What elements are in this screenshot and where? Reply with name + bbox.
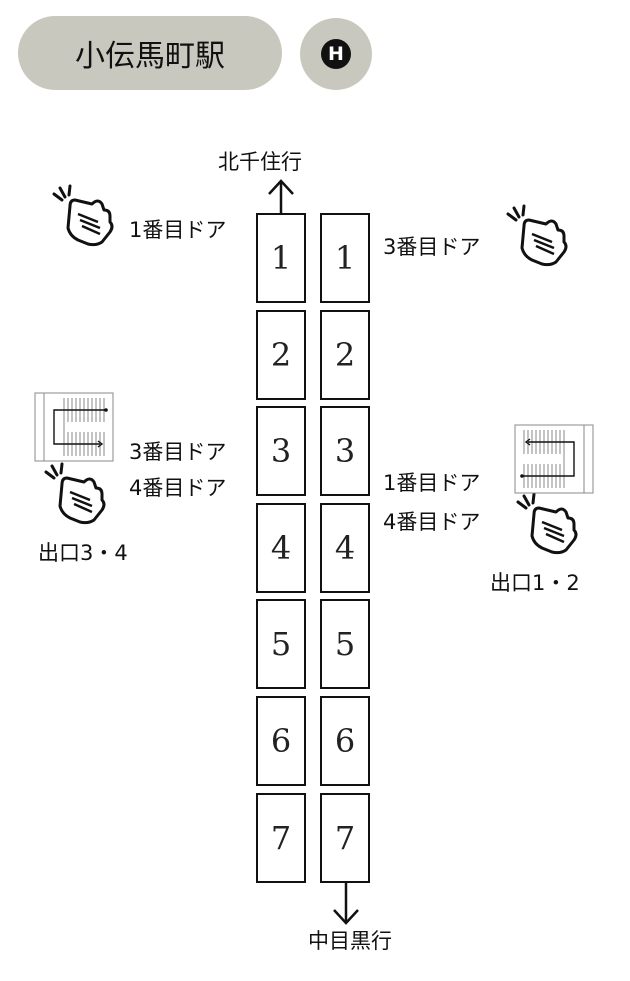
line-badge: H	[300, 18, 372, 90]
tap-hand-icon	[506, 204, 568, 267]
tap-hand-icon	[52, 184, 114, 247]
right-car-1: 1	[320, 213, 370, 303]
right-car-6: 6	[320, 696, 370, 786]
station-name: 小伝馬町駅	[18, 16, 282, 90]
left-car-5: 5	[256, 599, 306, 689]
left-car-7: 7	[256, 793, 306, 883]
tap-hand-icon	[516, 492, 578, 555]
left-car-1: 1	[256, 213, 306, 303]
left-car-2: 2	[256, 310, 306, 400]
left-car-3: 3	[256, 406, 306, 496]
right-car-5: 5	[320, 599, 370, 689]
tap-hand-icon	[44, 462, 106, 525]
right-mid-door-label-b: 4番目ドア	[383, 510, 481, 534]
right-car-4: 4	[320, 503, 370, 593]
right-mid-door-label-a: 1番目ドア	[383, 471, 481, 495]
line-badge-letter: H	[321, 39, 351, 69]
exit-left-label: 出口3・4	[38, 541, 128, 565]
direction-north: 北千住行	[218, 150, 302, 174]
left-mid-door-label-a: 3番目ドア	[129, 440, 227, 464]
left-top-door-label: 1番目ドア	[129, 218, 227, 242]
left-mid-door-label-b: 4番目ドア	[129, 476, 227, 500]
right-car-7: 7	[320, 793, 370, 883]
direction-south: 中目黒行	[308, 929, 392, 953]
stairs-icon	[514, 424, 594, 494]
exit-right-label: 出口1・2	[490, 571, 580, 595]
right-car-3: 3	[320, 406, 370, 496]
left-car-6: 6	[256, 696, 306, 786]
stairs-icon	[34, 392, 114, 462]
right-car-2: 2	[320, 310, 370, 400]
left-car-4: 4	[256, 503, 306, 593]
station-name-text: 小伝馬町駅	[75, 39, 225, 74]
right-top-door-label: 3番目ドア	[383, 235, 481, 259]
